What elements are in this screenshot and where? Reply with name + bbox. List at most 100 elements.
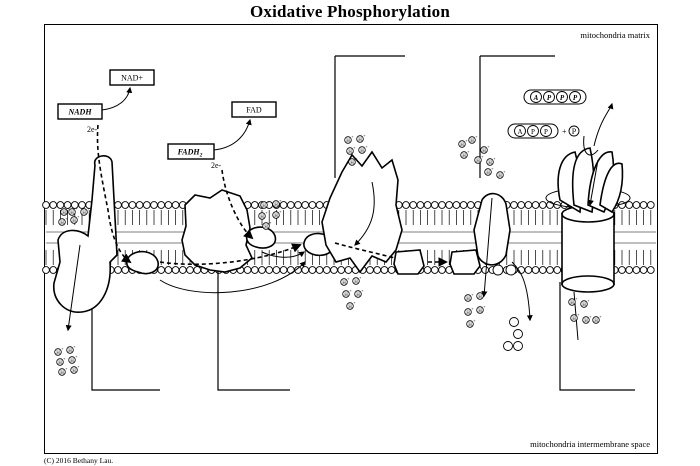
svg-text:+: + xyxy=(467,149,470,154)
proton: H+ xyxy=(58,366,68,376)
proton: H+ xyxy=(582,314,592,324)
svg-text:+: + xyxy=(279,198,282,203)
svg-text:+: + xyxy=(359,275,362,280)
proton: H+ xyxy=(480,144,490,154)
svg-text:H: H xyxy=(274,203,278,208)
svg-text:H: H xyxy=(358,138,362,143)
svg-text:H: H xyxy=(582,303,586,308)
svg-text:H: H xyxy=(346,139,350,144)
svg-text:H: H xyxy=(72,219,76,224)
svg-text:H: H xyxy=(462,154,466,159)
svg-text:+: + xyxy=(503,169,506,174)
proton-clusters: H+H+H+H+H+H+H+H+H+H+H+H+H+H+H+H+H+H+H+H+… xyxy=(54,133,602,376)
svg-text:H: H xyxy=(478,309,482,314)
oxygen-molecules xyxy=(492,264,523,351)
svg-text:H: H xyxy=(594,319,598,324)
svg-text:+: + xyxy=(475,134,478,139)
svg-text:+: + xyxy=(351,134,354,139)
proton: H+ xyxy=(458,138,468,148)
proton: H+ xyxy=(592,314,602,324)
svg-text:H: H xyxy=(466,297,470,302)
svg-text:H: H xyxy=(460,143,464,148)
svg-text:H: H xyxy=(470,139,474,144)
svg-text:+: + xyxy=(493,156,496,161)
electron-label-one: 2e- xyxy=(87,125,98,134)
nadh-label: NADH xyxy=(67,108,92,117)
proton: H+ xyxy=(358,144,368,154)
svg-text:H: H xyxy=(466,311,470,316)
svg-text:H: H xyxy=(60,371,64,376)
proton: H+ xyxy=(272,209,282,219)
copyright-notice: (C) 2016 Bethany Lau. xyxy=(44,456,114,465)
svg-text:+: + xyxy=(353,145,356,150)
svg-text:+: + xyxy=(75,354,78,359)
svg-text:H: H xyxy=(348,150,352,155)
svg-text:+: + xyxy=(67,206,70,211)
svg-text:+: + xyxy=(473,318,476,323)
svg-text:+: + xyxy=(471,306,474,311)
svg-text:H: H xyxy=(468,323,472,328)
proton: H+ xyxy=(464,306,474,316)
proton: H+ xyxy=(460,149,470,159)
matrix-region-label: mitochondria matrix xyxy=(580,30,650,40)
proton: H+ xyxy=(356,133,366,143)
atp-synthase xyxy=(545,147,631,293)
proton: H+ xyxy=(486,156,496,166)
svg-text:+: + xyxy=(63,356,66,361)
svg-text:H: H xyxy=(262,204,266,209)
svg-text:+: + xyxy=(265,210,268,215)
molecule-letter: P xyxy=(560,94,565,102)
proton: H+ xyxy=(68,206,78,216)
svg-text:+: + xyxy=(481,154,484,159)
molecule-letter: P xyxy=(547,94,552,102)
svg-text:H: H xyxy=(572,317,576,322)
svg-text:+: + xyxy=(587,298,590,303)
proton: H+ xyxy=(354,288,364,298)
proton: H+ xyxy=(80,206,90,216)
proton: H+ xyxy=(496,169,506,179)
svg-text:+: + xyxy=(589,314,592,319)
svg-text:H: H xyxy=(58,361,62,366)
molecule-letter: A xyxy=(517,128,522,136)
fadh2-group: FADH2 FAD 2e- xyxy=(167,101,277,170)
proton: H+ xyxy=(70,364,80,374)
svg-text:H: H xyxy=(62,211,66,216)
svg-text:H: H xyxy=(354,280,358,285)
svg-text:H: H xyxy=(82,211,86,216)
proton: H+ xyxy=(346,300,356,310)
svg-text:H: H xyxy=(344,293,348,298)
svg-text:H: H xyxy=(56,351,60,356)
svg-text:+: + xyxy=(365,144,368,149)
svg-text:H: H xyxy=(260,215,264,220)
svg-text:+: + xyxy=(471,292,474,297)
proton: H+ xyxy=(70,214,80,224)
proton: H+ xyxy=(272,198,282,208)
svg-text:+: + xyxy=(61,346,64,351)
svg-text:H: H xyxy=(264,225,268,230)
svg-text:+: + xyxy=(483,290,486,295)
proton: H+ xyxy=(580,298,590,308)
svg-text:+: + xyxy=(75,206,78,211)
proton: H+ xyxy=(484,166,494,176)
svg-text:+: + xyxy=(73,344,76,349)
fad-label: FAD xyxy=(246,106,262,115)
proton: H+ xyxy=(476,304,486,314)
plus-sign: + xyxy=(562,127,567,136)
proton: H+ xyxy=(348,156,358,166)
proton: H+ xyxy=(570,312,580,322)
intermembrane-region-label: mitochondria intermembrane space xyxy=(530,439,650,449)
svg-text:+: + xyxy=(77,364,80,369)
cytochrome-c xyxy=(393,249,481,275)
svg-text:+: + xyxy=(483,304,486,309)
svg-text:+: + xyxy=(355,156,358,161)
svg-text:H: H xyxy=(486,171,490,176)
svg-text:+: + xyxy=(491,166,494,171)
svg-text:H: H xyxy=(72,369,76,374)
proton: H+ xyxy=(568,296,578,306)
molecule-letter: P xyxy=(544,128,548,136)
svg-text:+: + xyxy=(599,314,602,319)
answer-lines xyxy=(91,55,635,391)
svg-text:H: H xyxy=(584,319,588,324)
